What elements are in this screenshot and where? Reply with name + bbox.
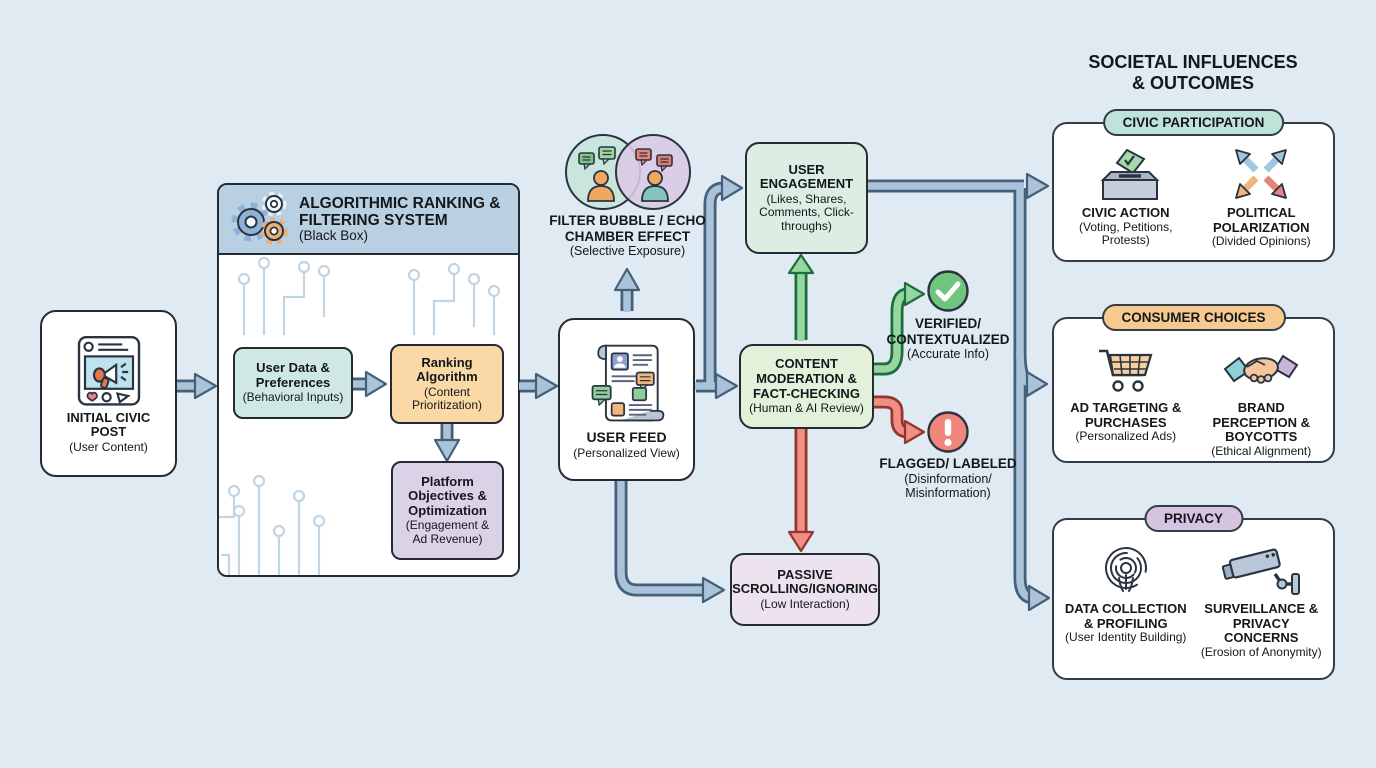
- user-feed-title: USER FEED: [586, 429, 667, 446]
- political-polarization-title: POLITICAL POLARIZATION: [1212, 205, 1310, 235]
- ad-targeting-item: AD TARGETING & PURCHASES (Personalized A…: [1059, 341, 1192, 443]
- fingerprint-icon: [1098, 542, 1154, 598]
- algorithmic-system-title: ALGORITHMIC RANKING & FILTERING SYSTEM: [299, 194, 501, 229]
- filter-bubble-label: FILTER BUBBLE / ECHO CHAMBER EFFECT (Sel…: [540, 213, 715, 258]
- data-collection-item: DATA COLLECTION & PROFILING (User Identi…: [1059, 542, 1192, 644]
- user-data-node: User Data & Preferences (Behavioral Inpu…: [233, 347, 353, 419]
- ranking-algorithm-node: Ranking Algorithm (Content Prioritizatio…: [390, 344, 504, 424]
- heading-line1: SOCIETAL INFLUENCES: [1088, 52, 1298, 72]
- platform-objectives-subtitle: (Engagement & Ad Revenue): [405, 518, 490, 546]
- user-engagement-node: USER ENGAGEMENT (Likes, Shares, Comments…: [745, 142, 868, 254]
- content-moderation-subtitle: (Human & AI Review): [749, 401, 864, 416]
- civic-action-item: CIVIC ACTION (Voting, Petitions, Protest…: [1059, 146, 1192, 247]
- civic-participation-pill: CIVIC PARTICIPATION: [1102, 109, 1285, 136]
- political-polarization-item: POLITICAL POLARIZATION (Divided Opinions…: [1195, 146, 1328, 248]
- ad-targeting-title: AD TARGETING & PURCHASES: [1070, 400, 1182, 430]
- civic-participation-card: CIVIC PARTICIPATION CIVIC ACTION (Voting…: [1052, 109, 1335, 262]
- platform-objectives-title: Platform Objectives & Optimization: [408, 473, 487, 518]
- user-data-title: User Data & Preferences: [255, 360, 331, 390]
- civic-action-subtitle: (Voting, Petitions, Protests): [1079, 219, 1173, 247]
- platform-objectives-node: Platform Objectives & Optimization (Enga…: [391, 461, 504, 560]
- passive-scrolling-title: PASSIVE SCROLLING/IGNORING: [732, 566, 878, 597]
- verified-label: VERIFIED/ CONTEXTUALIZED (Accurate Info): [872, 316, 1024, 361]
- heading-line2: & OUTCOMES: [1131, 73, 1254, 94]
- verified-subtitle: (Accurate Info): [907, 347, 989, 362]
- verified-title: VERIFIED/ CONTEXTUALIZED: [886, 316, 1010, 347]
- brand-perception-subtitle: (Ethical Alignment): [1211, 443, 1312, 458]
- filter-bubble-title: FILTER BUBBLE / ECHO CHAMBER EFFECT: [549, 213, 706, 244]
- shopping-cart-icon: [1091, 341, 1161, 397]
- handshake-icon: [1221, 341, 1301, 397]
- content-moderation-title: CONTENT MODERATION & FACT-CHECKING: [753, 356, 860, 401]
- polarization-arrows-icon: [1228, 146, 1294, 202]
- passive-scrolling-node: PASSIVE SCROLLING/IGNORING (Low Interact…: [730, 553, 880, 626]
- flagged-subtitle: (Disinformation/ Misinformation): [904, 471, 992, 500]
- initial-civic-post-subtitle: (User Content): [69, 439, 148, 454]
- consumer-choices-card: CONSUMER CHOICES AD TARGETING & PURCHASE…: [1052, 304, 1335, 463]
- flagged-label: FLAGGED/ LABELED (Disinformation/ Misinf…: [872, 456, 1024, 500]
- social-post-icon: [73, 333, 145, 411]
- brand-perception-title: BRAND PERCEPTION & BOYCOTTS: [1212, 400, 1310, 445]
- initial-civic-post-title: INITIAL CIVIC POST: [66, 409, 151, 440]
- ranking-algorithm-title: Ranking Algorithm: [416, 354, 478, 385]
- passive-scrolling-subtitle: (Low Interaction): [760, 596, 850, 611]
- content-moderation-node: CONTENT MODERATION & FACT-CHECKING (Huma…: [739, 344, 874, 429]
- data-collection-subtitle: (User Identity Building): [1065, 630, 1187, 645]
- filter-bubble-subtitle: (Selective Exposure): [569, 244, 686, 259]
- brand-perception-item: BRAND PERCEPTION & BOYCOTTS (Ethical Ali…: [1195, 341, 1328, 458]
- verified-check-icon: [926, 269, 970, 313]
- data-collection-title: DATA COLLECTION & PROFILING: [1064, 601, 1187, 631]
- algorithmic-system-header: ALGORITHMIC RANKING & FILTERING SYSTEM (…: [219, 185, 518, 255]
- consumer-choices-pill: CONSUMER CHOICES: [1101, 304, 1286, 331]
- surveillance-title: SURVEILLANCE & PRIVACY CONCERNS: [1204, 601, 1319, 646]
- surveillance-subtitle: (Erosion of Anonymity): [1200, 644, 1322, 659]
- flagged-alert-icon: [926, 410, 970, 454]
- user-feed-node: USER FEED (Personalized View): [558, 318, 695, 481]
- surveillance-item: SURVEILLANCE & PRIVACY CONCERNS (Erosion…: [1195, 542, 1328, 659]
- privacy-card: PRIVACY DATA COLLECTION & PROFILING: [1052, 505, 1335, 680]
- ad-targeting-subtitle: (Personalized Ads): [1075, 429, 1177, 444]
- civic-action-title: CIVIC ACTION: [1081, 205, 1170, 220]
- feed-scroll-icon: [581, 338, 673, 430]
- user-feed-subtitle: (Personalized View): [573, 446, 680, 461]
- societal-influences-heading: SOCIETAL INFLUENCES & OUTCOMES: [1085, 52, 1301, 94]
- surveillance-camera-icon: [1219, 542, 1303, 598]
- user-data-subtitle: (Behavioral Inputs): [242, 390, 344, 405]
- political-polarization-subtitle: (Divided Opinions): [1211, 234, 1311, 249]
- flagged-title: FLAGGED/ LABELED: [879, 456, 1017, 471]
- filter-bubble-icon: [563, 131, 693, 213]
- ballot-box-icon: [1091, 146, 1161, 202]
- initial-civic-post-node: INITIAL CIVIC POST (User Content): [40, 310, 177, 477]
- privacy-pill: PRIVACY: [1143, 505, 1244, 532]
- user-engagement-title: USER ENGAGEMENT: [759, 161, 854, 192]
- user-engagement-subtitle: (Likes, Shares, Comments, Click-throughs…: [759, 191, 854, 233]
- gears-icon: [227, 188, 293, 250]
- ranking-algorithm-subtitle: (Content Prioritization): [411, 384, 483, 413]
- algorithmic-system-subtitle: (Black Box): [299, 227, 369, 243]
